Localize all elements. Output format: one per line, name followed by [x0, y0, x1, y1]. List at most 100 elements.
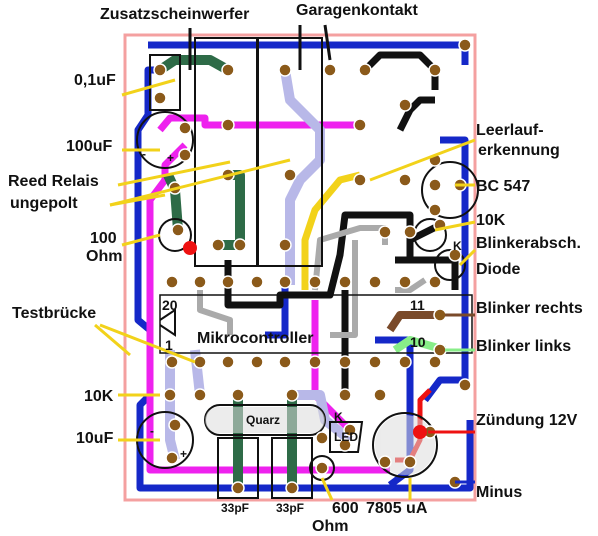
label-resistor-100: 100 — [90, 230, 117, 247]
solder-pad — [178, 121, 192, 135]
solder-pads — [153, 38, 472, 495]
solder-pad — [193, 275, 207, 289]
solder-pad — [428, 203, 442, 217]
solder-pad — [373, 388, 387, 402]
mark-minus-10uf: - — [150, 424, 154, 438]
solder-pad — [403, 225, 417, 239]
solder-pad — [338, 355, 352, 369]
solder-pad — [338, 275, 352, 289]
solder-pad — [278, 275, 292, 289]
brown-trace — [386, 311, 445, 333]
solder-pad — [308, 355, 322, 369]
label-reed-relais: Reed Relais — [8, 173, 99, 190]
solder-pad — [398, 173, 412, 187]
label-erkennung: erkennung — [478, 142, 560, 159]
solder-pad — [165, 451, 179, 465]
solder-pad — [428, 355, 442, 369]
yellow-trace — [301, 171, 361, 290]
label-leerlauf: Leerlauf- — [476, 122, 544, 139]
solder-pad — [398, 98, 412, 112]
label-cap-01uf: 0,1uF — [74, 72, 116, 89]
label-ohm-100: Ohm — [86, 248, 123, 265]
solder-pad — [165, 275, 179, 289]
mark-mikrocontroller: Mikrocontroller — [197, 330, 314, 347]
solder-pad — [358, 63, 372, 77]
solder-pad — [458, 378, 472, 392]
solder-pad — [278, 238, 292, 252]
solder-pad — [353, 118, 367, 132]
solder-pad — [211, 238, 225, 252]
gray-traces — [197, 225, 427, 338]
solder-pad — [221, 275, 235, 289]
label-33pf-right: 33pF — [276, 501, 305, 515]
solder-pad — [323, 63, 337, 77]
solder-pad — [278, 355, 292, 369]
solder-pad — [428, 63, 442, 77]
label-bc547: BC 547 — [476, 178, 531, 195]
solder-pad — [165, 355, 179, 369]
solder-pad — [398, 355, 412, 369]
mark-minus-100uf: - — [142, 147, 146, 161]
solder-pad — [428, 275, 442, 289]
solder-pad — [368, 275, 382, 289]
solder-pad — [168, 418, 182, 432]
label-garagenkontakt: Garagenkontakt — [296, 2, 418, 19]
solder-pad — [368, 355, 382, 369]
mark-k-led: K — [334, 410, 343, 424]
mark-k-diode: K — [453, 239, 462, 253]
label-diode: Diode — [476, 261, 521, 278]
solder-pad — [458, 38, 472, 52]
mark-plus-10uf: + — [180, 447, 188, 461]
label-33pf-left: 33pF — [221, 501, 250, 515]
label-blinker-rechts: Blinker rechts — [476, 300, 583, 317]
mark-led: LED — [334, 430, 358, 444]
label-resistor-10k-left: 10K — [84, 388, 114, 405]
lightgreen-trace — [392, 336, 447, 354]
solder-pad — [278, 63, 292, 77]
label-zuendung: Zündung 12V — [476, 412, 578, 429]
solder-pad — [338, 438, 352, 452]
label-resistor-10k-right: 10K — [476, 212, 506, 229]
label-blinkerabsch: Blinkerabsch. — [476, 235, 581, 252]
solder-pad — [285, 481, 299, 495]
solder-pad — [308, 275, 322, 289]
solder-pad — [315, 431, 329, 445]
label-ungepolt: ungepolt — [10, 195, 78, 212]
solder-pad — [250, 355, 264, 369]
label-zusatzscheinwerfer: Zusatzscheinwerfer — [100, 6, 250, 23]
label-testbruecke: Testbrücke — [12, 305, 97, 322]
solder-pad — [221, 355, 235, 369]
label-blinker-links: Blinker links — [476, 338, 572, 355]
label-resistor-600: 600 — [332, 500, 359, 517]
solder-pad — [448, 248, 462, 262]
label-cap-10uf: 10uF — [76, 430, 114, 447]
solder-pad — [343, 423, 357, 437]
mark-quarz: Quarz — [246, 413, 281, 427]
callout-lines — [94, 24, 477, 501]
mark-pin1: 1 — [165, 337, 173, 353]
solder-pad — [338, 388, 352, 402]
solder-pad — [378, 455, 392, 469]
solder-pad — [178, 148, 192, 162]
solder-pad — [403, 455, 417, 469]
label-ohm-600: Ohm — [312, 518, 349, 535]
solder-pad — [428, 178, 442, 192]
solder-pad — [221, 118, 235, 132]
label-cap-100uf: 100uF — [66, 138, 113, 155]
solder-pad — [163, 388, 177, 402]
solder-pad — [433, 308, 447, 322]
solder-pad — [250, 275, 264, 289]
solder-pad — [153, 91, 167, 105]
solder-pad — [378, 225, 392, 239]
red-pads — [183, 241, 427, 439]
solder-pad — [153, 63, 167, 77]
mark-plus-100uf: + — [167, 151, 175, 165]
solder-pad — [283, 168, 297, 182]
solder-pad — [171, 223, 185, 237]
mark-pin11: 11 — [410, 297, 425, 313]
solder-pad — [193, 388, 207, 402]
solder-pad — [353, 173, 367, 187]
mark-pin10: 10 — [410, 334, 426, 350]
solder-pad — [231, 388, 245, 402]
